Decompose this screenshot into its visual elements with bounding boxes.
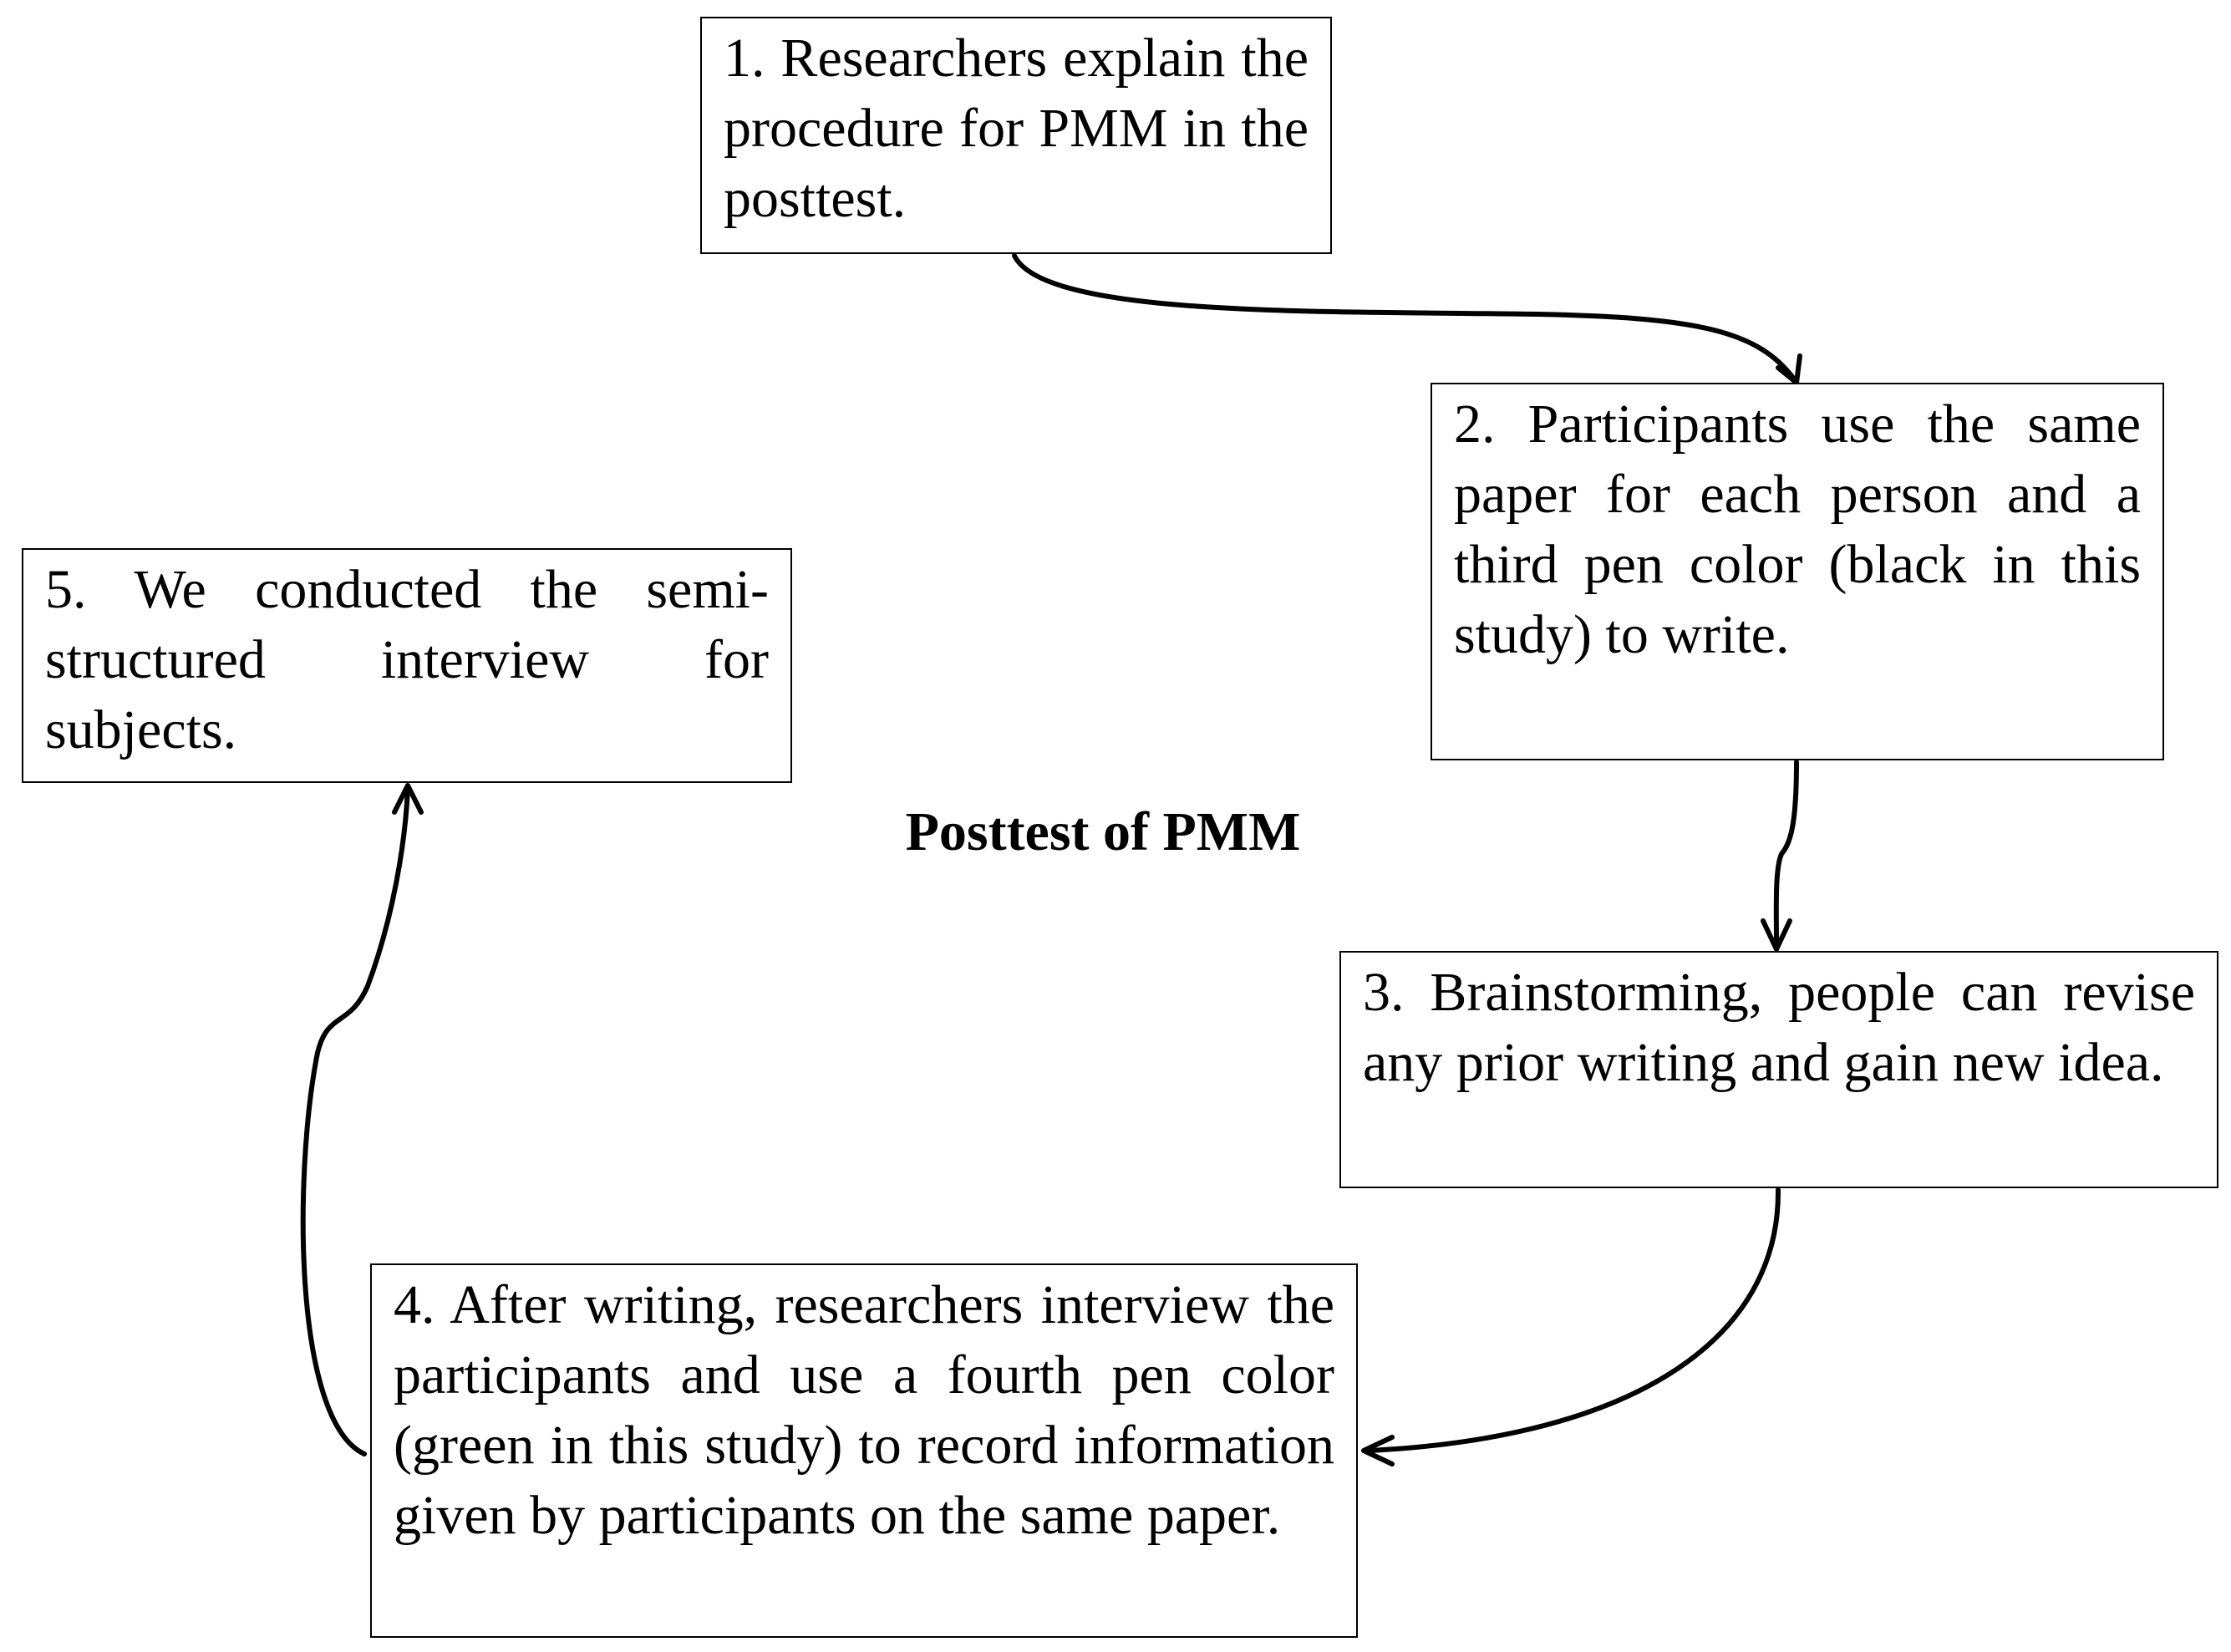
step-5-box: 5. We conducted the semi-structured inte… bbox=[22, 548, 792, 783]
arrowhead-step4 bbox=[1361, 1435, 1395, 1466]
step-2-box: 2. Participants use the same paper for e… bbox=[1431, 383, 2164, 760]
step-1-text: 1. Researchers explain the procedure for… bbox=[724, 28, 1309, 229]
step-2-text: 2. Participants use the same paper for e… bbox=[1454, 394, 2141, 665]
arrow-step4-to-step5 bbox=[300, 786, 410, 1456]
step-4-box: 4. After writing, researchers interview … bbox=[370, 1263, 1358, 1638]
step-3-text: 3. Brainstorming, people can revise any … bbox=[1363, 962, 2195, 1093]
step-4-text: 4. After writing, researchers interview … bbox=[394, 1274, 1334, 1546]
arrow-step3-to-step4 bbox=[1366, 1187, 1781, 1453]
step-3-box: 3. Brainstorming, people can revise any … bbox=[1339, 951, 2218, 1188]
arrowhead-step3 bbox=[1761, 918, 1792, 952]
arrow-step2-to-step3 bbox=[1773, 760, 1799, 947]
arrowhead-step5 bbox=[392, 783, 424, 815]
step-1-box: 1. Researchers explain the procedure for… bbox=[700, 17, 1332, 254]
arrow-step1-to-step2 bbox=[1012, 253, 1797, 383]
diagram-title: Posttest of PMM bbox=[905, 801, 1301, 862]
step-5-text: 5. We conducted the semi-structured inte… bbox=[45, 559, 769, 760]
